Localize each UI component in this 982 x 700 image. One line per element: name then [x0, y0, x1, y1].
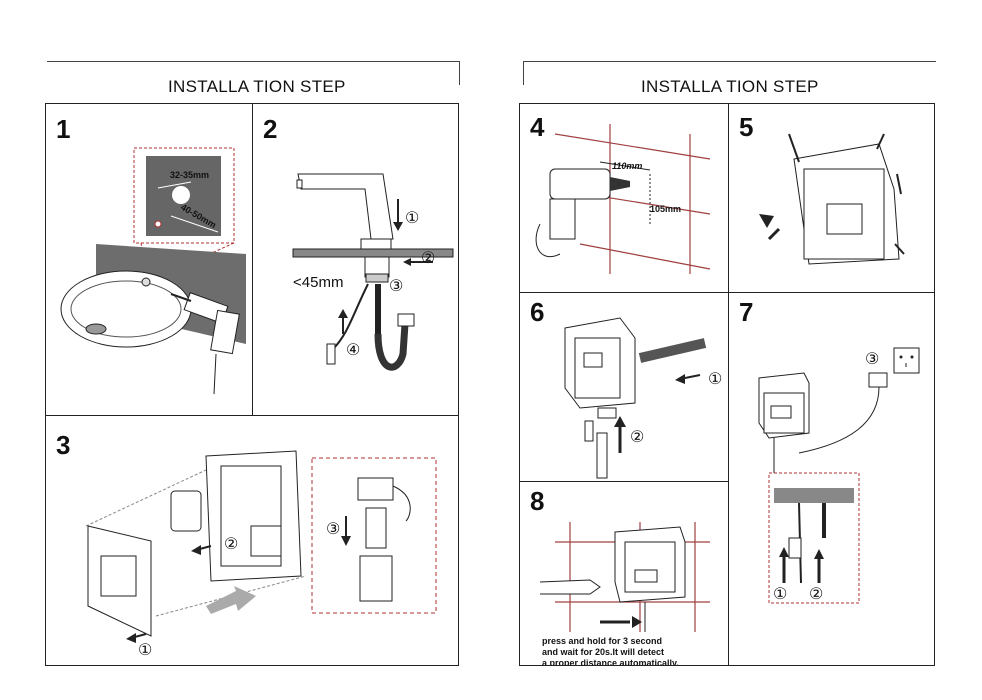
step-marker-1: ① [138, 642, 153, 659]
step-2-panel: 2 <45mm ① ② ③ ④ [252, 103, 459, 416]
note-line: a proper distance automatically. [542, 658, 679, 666]
box-mounting-illustration [759, 133, 905, 265]
drill-icon [170, 292, 240, 395]
step-number: 5 [739, 112, 754, 142]
calibration-illustration [539, 522, 710, 632]
battery-icon [357, 477, 411, 602]
step-marker-2: ② [224, 536, 239, 553]
hose-connection-illustration [564, 317, 707, 479]
step-number: 2 [263, 114, 278, 144]
drill-icon [535, 168, 630, 258]
step-marker-3: ③ [865, 351, 880, 368]
drill-basin-illustration [60, 147, 246, 395]
step-marker-1: ① [773, 586, 788, 603]
step-number: 3 [56, 430, 71, 460]
clearance-label: <45mm [293, 274, 344, 291]
step-4-panel: 4 110mm 105mm [519, 103, 729, 293]
hole-diameter-label: 32-35mm [170, 170, 210, 180]
wall-socket-icon [893, 347, 920, 374]
horizontal-spacing-label: 110mm [612, 161, 643, 171]
step-marker-3: ③ [326, 521, 341, 538]
power-connection-illustration [758, 347, 920, 604]
step-marker-4: ④ [346, 342, 361, 359]
step-marker-1: ① [708, 371, 723, 388]
wall-drilling-illustration [535, 124, 711, 274]
step-8-panel: 8 press and hold for 3 second and wait f… [519, 481, 729, 666]
step-marker-2: ② [630, 429, 645, 446]
control-box-icon [170, 450, 302, 582]
step-1-panel: 1 32-35mm 40- [45, 103, 253, 416]
step-marker-2: ② [809, 586, 824, 603]
note-line: and wait for 20s.It will detect [542, 647, 665, 657]
step-number: 7 [739, 297, 754, 327]
step-number: 6 [530, 297, 545, 327]
left-page: INSTALLA TION STEP 1 [45, 61, 460, 666]
step-marker-2: ② [421, 250, 436, 267]
step-6-panel: 6 ① ② [519, 292, 729, 482]
top-rule [47, 61, 460, 62]
top-rule-tick [523, 61, 524, 85]
step-number: 1 [56, 114, 71, 144]
step-5-panel: 5 [728, 103, 935, 293]
note-line: press and hold for 3 second [542, 636, 663, 646]
power-adapter-icon [798, 372, 888, 454]
step-number: 4 [530, 112, 545, 142]
right-page: INSTALLA TION STEP 4 110mm 105mm [491, 0, 982, 700]
vertical-spacing-label: 105mm [650, 204, 682, 214]
top-rule-tick [459, 61, 460, 85]
faucet-icon [292, 173, 454, 371]
step-number: 8 [530, 486, 545, 516]
step-7-panel: 7 ① ② ③ [728, 292, 935, 666]
control-box-battery-illustration [85, 450, 437, 643]
top-rule [523, 61, 936, 62]
page-title: INSTALLA TION STEP [168, 77, 346, 96]
page-title: INSTALLA TION STEP [641, 77, 819, 96]
step-marker-3: ③ [389, 278, 404, 295]
calibration-note: press and hold for 3 second and wait for… [542, 636, 679, 666]
step-marker-1: ① [405, 210, 420, 227]
step-3-panel: 3 [45, 415, 459, 666]
